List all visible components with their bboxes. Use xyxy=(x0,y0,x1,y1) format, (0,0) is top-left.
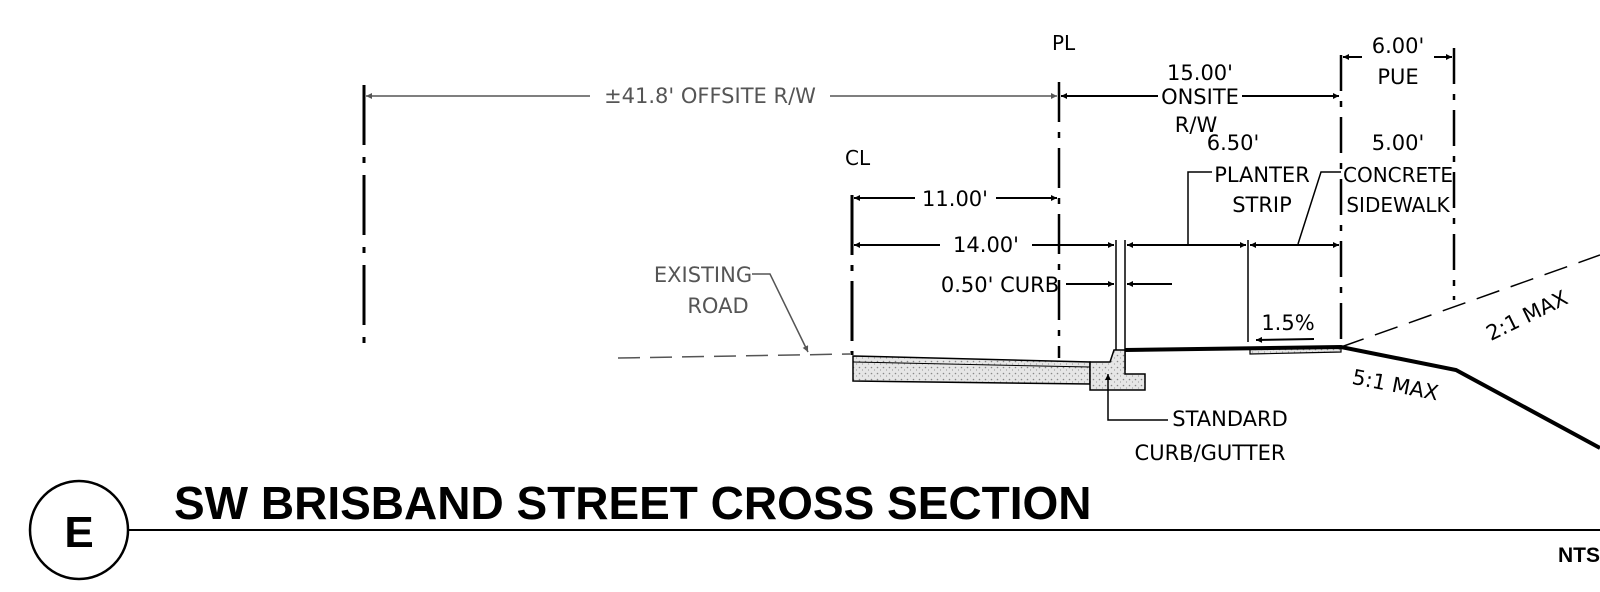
sidewalk-label-2: SIDEWALK xyxy=(1346,193,1450,217)
planter-label-2: STRIP xyxy=(1232,193,1292,217)
planter-value: 6.50' xyxy=(1207,131,1260,155)
to-curb-value: 14.00' xyxy=(953,233,1019,257)
curb-gutter xyxy=(1089,349,1146,391)
existing-road-label-2: ROAD xyxy=(687,294,748,318)
fill-slope-label: 5:1 MAX xyxy=(1350,365,1440,405)
onsite-rw-value: 15.00' xyxy=(1167,61,1233,85)
planter-label-1: PLANTER xyxy=(1214,163,1310,187)
cut-slope-label: 2:1 MAX xyxy=(1482,286,1571,346)
sidewalk-value: 5.00' xyxy=(1372,131,1425,155)
curb-gutter-label-2: CURB/GUTTER xyxy=(1135,441,1286,465)
cross-slope-arrow xyxy=(1255,336,1315,343)
pue-label: PUE xyxy=(1377,65,1418,89)
existing-road-label-1: EXISTING xyxy=(654,263,752,287)
half-road-value: 11.00' xyxy=(922,187,988,211)
onsite-rw-label-1: ONSITE xyxy=(1161,85,1239,109)
planter-leader xyxy=(1187,171,1212,244)
section-id: E xyxy=(64,508,93,557)
onsite-rw-label-2: R/W xyxy=(1175,113,1218,137)
pavement-base xyxy=(852,355,1091,385)
pavement-surface-line xyxy=(852,361,1091,368)
existing-ground-line xyxy=(617,353,851,359)
curb-gutter-label-1: STANDARD xyxy=(1172,407,1288,431)
curb-gutter-leader xyxy=(1105,374,1168,421)
curb-value: 0.50' CURB xyxy=(941,273,1059,297)
sidewalk-leader xyxy=(1297,171,1341,245)
cut-slope-dashed xyxy=(1340,254,1600,348)
drawing-title: SW BRISBAND STREET CROSS SECTION xyxy=(174,477,1092,529)
centerline-symbol: CL xyxy=(845,146,871,170)
sidewalk-label-1: CONCRETE xyxy=(1343,163,1453,187)
pue-value: 6.00' xyxy=(1372,34,1425,58)
existing-road-leader xyxy=(752,273,809,353)
finished-grade xyxy=(1124,344,1600,450)
cross-slope-label: 1.5% xyxy=(1261,311,1314,335)
property-line-symbol: PL xyxy=(1052,31,1076,55)
offsite-rw-label: ±41.8' OFFSITE R/W xyxy=(604,84,816,108)
scale-label: NTS xyxy=(1558,544,1600,567)
